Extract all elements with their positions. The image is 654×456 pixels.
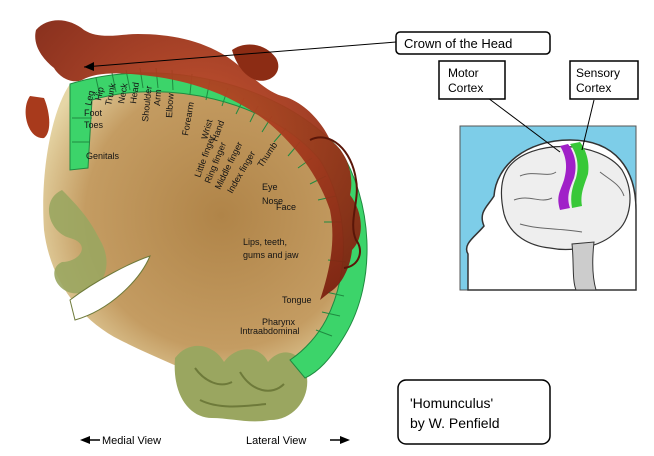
label-lips-1: Lips, teeth, xyxy=(243,237,287,247)
inset-brainstem xyxy=(571,241,597,291)
inset-motor-strip xyxy=(558,144,576,210)
white-gap xyxy=(69,255,151,321)
motor-label-box xyxy=(438,60,506,100)
motor-pointer xyxy=(487,97,561,153)
inset-sulci xyxy=(513,171,625,233)
lateral-gyri xyxy=(174,345,308,422)
medial-view-label: Medial View xyxy=(102,435,161,447)
label-neck: Neck xyxy=(116,82,129,104)
caption-line-1: 'Homunculus' xyxy=(410,395,493,411)
motor-label-1: Motor xyxy=(448,66,479,80)
crown-label-box xyxy=(395,31,551,55)
label-head: Head xyxy=(128,82,141,105)
label-genitals: Genitals xyxy=(86,151,120,161)
label-hip: Hip xyxy=(93,86,106,101)
caption-line-2: by W. Penfield xyxy=(410,415,500,431)
inset-head-panel xyxy=(459,125,637,291)
label-face: Face xyxy=(276,202,296,212)
inset-sensory-strip xyxy=(570,142,589,208)
homunculus-head-detail xyxy=(309,136,361,269)
label-intraabdominal: Intraabdominal xyxy=(240,326,300,336)
crown-label: Crown of the Head xyxy=(404,36,512,51)
label-elbow: Elbow xyxy=(164,92,176,118)
label-toes: Toes xyxy=(84,120,104,130)
body-part-labels: Leg Hip Trunk Neck Head Shoulder Arm Elb… xyxy=(83,82,311,336)
medial-arrowhead xyxy=(80,436,90,444)
homunculus-hand xyxy=(232,44,279,81)
caption-box xyxy=(397,379,551,445)
motor-label-2: Cortex xyxy=(448,81,483,95)
homunculus-foot xyxy=(25,96,50,139)
label-eye: Eye xyxy=(262,182,278,192)
label-foot: Foot xyxy=(84,108,103,118)
medial-gyri xyxy=(48,190,107,294)
lateral-view-label: Lateral View xyxy=(246,435,306,447)
homunculus-figure xyxy=(35,20,361,300)
sensory-label-1: Sensory xyxy=(576,66,620,80)
label-trunk: Trunk xyxy=(103,82,118,107)
brain-section xyxy=(43,72,368,391)
label-nose: Nose xyxy=(262,196,283,206)
label-tongue: Tongue xyxy=(282,295,312,305)
label-leg: Leg xyxy=(83,90,96,107)
lateral-gyri-lines xyxy=(194,367,285,408)
sensory-pointer xyxy=(581,99,595,151)
sensory-label-box xyxy=(569,60,639,100)
label-pharynx: Pharynx xyxy=(262,317,296,327)
crown-pointer xyxy=(83,41,397,68)
lateral-arrowhead xyxy=(340,436,350,444)
crown-arrowhead xyxy=(84,62,94,71)
label-shoulder: Shoulder xyxy=(140,85,154,122)
label-lips-2: gums and jaw xyxy=(243,250,299,260)
sensory-label-2: Cortex xyxy=(576,81,611,95)
label-arm: Arm xyxy=(152,89,163,106)
